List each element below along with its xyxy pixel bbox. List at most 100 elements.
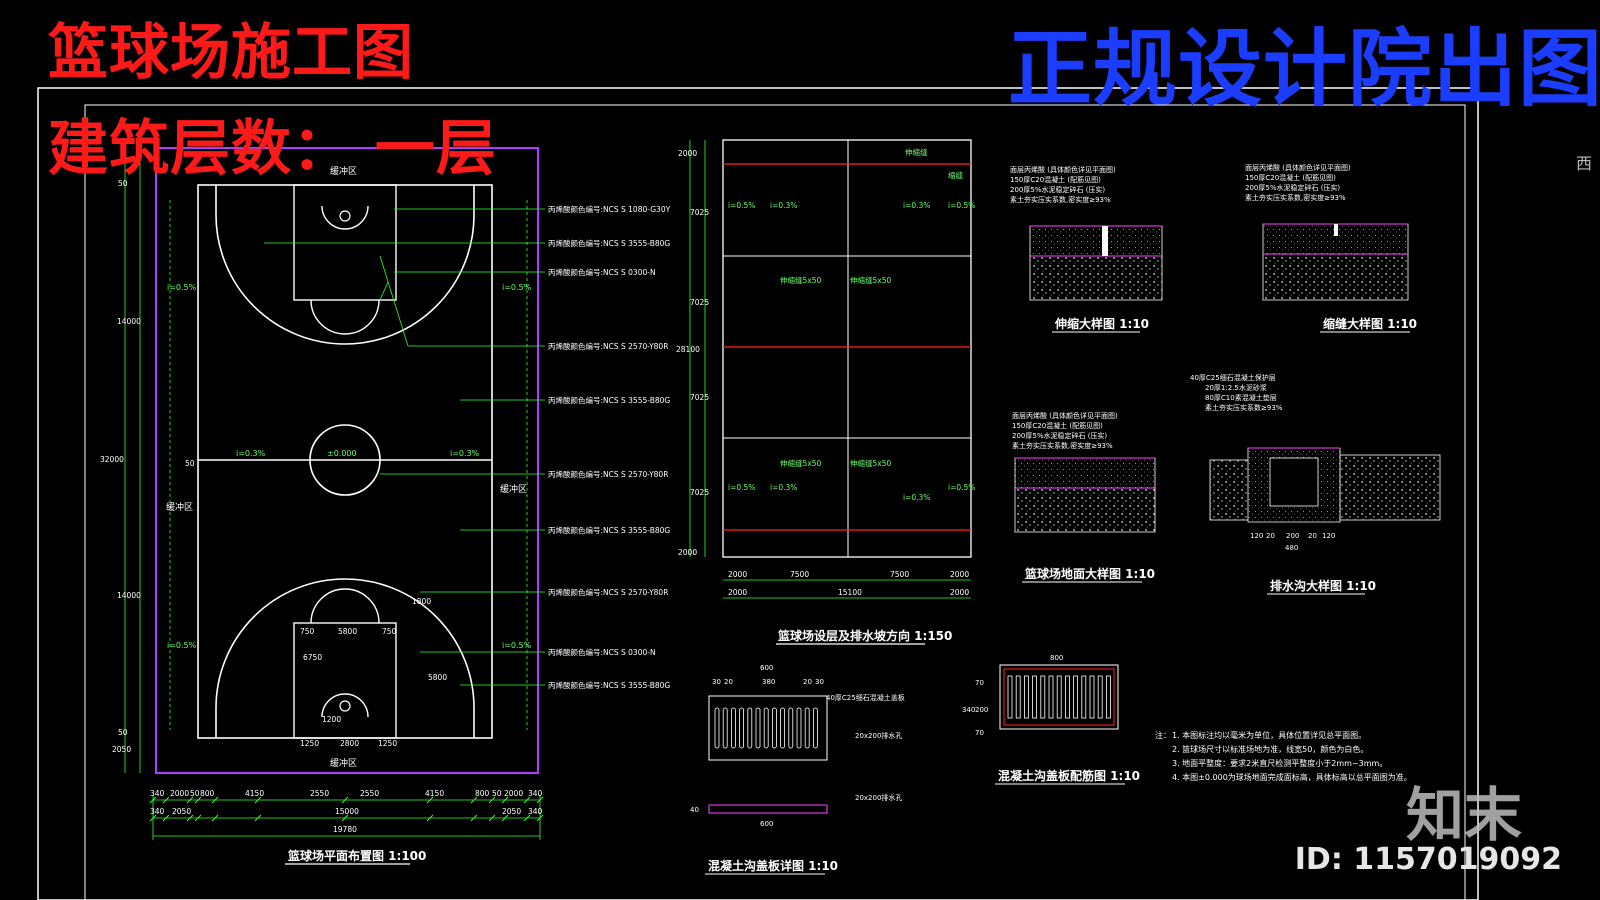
ditch-dim: 120 [1322,532,1335,540]
key-dim: 5800 [338,627,357,636]
rebar-slot [1065,675,1070,719]
layer-text: 面层丙烯酸 (具体颜色详见平面图) [1012,411,1118,420]
plan-caption: 篮球场平面布置图 1:100 [287,848,426,863]
drainage-caption: 篮球场设层及排水坡方向 1:150 [777,628,952,643]
key-dim: 2800 [340,739,359,748]
plate-dim: 20 [724,678,733,686]
slope-label: i=0.5% [502,641,532,650]
plate-dim: 40 [690,806,699,814]
slope-label: i=0.5% [728,483,755,492]
plate-caption: 混凝土沟盖板详图 1:10 [708,858,838,873]
center-elevation: ±0.000 [327,449,357,458]
west-marker: 西 [1576,154,1593,173]
notes-title: 注： [1155,730,1171,740]
key-dim: 5800 [428,673,447,682]
slope-label: i=0.5% [948,201,975,210]
plate-dim: 30 [815,678,824,686]
layer-text: 素土夯实压实系数,密实度≥93% [1010,195,1111,204]
ditch-dim: 20 [1266,532,1275,540]
rebar-slot [1040,675,1046,719]
ditch-dim: 120 [1250,532,1263,540]
drain-slot [772,707,777,749]
dimension-tick [254,814,262,822]
dim-text: 800 [200,789,215,798]
dim-text: 2050 [502,807,521,816]
slope-label: i=0.3% [236,449,266,458]
callout-text: 丙烯酸颜色编号:NCS S 2570-Y80R [548,469,668,479]
top-restricted-arc [321,205,369,230]
dimension-tick [488,814,496,822]
rebar-slot [1056,675,1062,719]
dim-text: 4150 [245,789,264,798]
dim-text: 2000 [728,588,747,597]
dim-text: 14000 [117,591,141,600]
dim-text: 28100 [676,345,700,354]
dim-text: 50 [118,728,128,737]
shrink-caption: 缩缝大样图 1:10 [1323,316,1417,331]
main-title: 篮球场施工图 [48,18,414,88]
layer-text: 素土夯实压实系数,密实度≥93% [1012,441,1113,450]
dimension-tick [501,814,509,822]
dim-text: 340 [528,789,543,798]
dim-text: 340 [150,807,165,816]
plan-dimension-ticks [149,796,544,822]
drawing-inner-frame [84,104,1466,900]
grate-dim: 70 [975,679,984,687]
dimension-tick [341,796,349,804]
slope-label: i=0.3% [450,449,480,458]
dimension-tick [488,796,496,804]
dim-text: 2550 [310,789,329,798]
buffer-bottom-label: 缓冲区 [330,757,357,769]
dim-text: 4150 [425,789,444,798]
ditch-dim: 200 [1286,532,1299,540]
note-item: 4. 本图±0.000为球场地面完成面标高，具体标高以总平面图为准。 [1172,772,1412,782]
court-boundary [155,147,539,774]
joint-note: 缩缝 [948,170,963,180]
cover-plate-rebar: 800 70 340 200 70 混凝土沟盖板配筋图 1:10 [962,654,1140,785]
callout-text: 丙烯酸颜色编号:NCS S 3555-B80G [548,680,670,690]
rebar-caption: 混凝土沟盖板配筋图 1:10 [998,768,1140,783]
dim-text: 800 [475,789,490,798]
expansion-caption: 伸缩大样图 1:10 [1054,316,1149,331]
slope-label: i=0.5% [948,483,975,492]
grate-dim: 200 [975,706,988,714]
dim-text: 2000 [728,570,747,579]
dim-text: 19780 [333,825,357,834]
key-dim: 1800 [412,597,431,606]
drainage-outline [722,139,972,558]
callout-text: 丙烯酸颜色编号:NCS S 3555-B80G [548,525,670,535]
grate-dim: 70 [975,729,984,737]
ditch-layer-text: 素土夯实压实系数≥93% [1205,403,1283,412]
dimension-tick [470,814,478,822]
dimension-tick [523,814,531,822]
expansion-joint-detail: 面层丙烯酸 (具体颜色详见平面图) 150厚C20混凝土 (配筋见图) 200厚… [1010,165,1163,333]
rebar-slot [1097,675,1103,719]
dim-text: 15100 [838,588,862,597]
rebar-slot [1007,675,1013,719]
key-dim: 6750 [303,653,322,662]
callout-text: 丙烯酸颜色编号:NCS S 0300-N [548,267,656,277]
dim-text: 32000 [100,455,124,464]
dim-text: 340 [528,807,543,816]
drain-ditch-detail: 40厚C25细石混凝土保护层 20厚1:2.5水泥砂浆 80厚C10素混凝土垫层… [1190,373,1441,595]
rebar-slot [1015,675,1021,719]
court-outline [197,184,493,739]
dimension-tick [162,814,170,822]
floors-title: 建筑层数： 一层 [48,114,497,184]
bottom-hoop [339,700,351,712]
drain-slot [763,707,769,749]
dim-text: 2000 [950,588,969,597]
dim-text: 2550 [360,789,379,798]
note-item: 1. 本图标注均以毫米为单位，具体位置详见总平面图。 [1172,730,1366,740]
dim-text: 2000 [678,548,697,557]
dim-text: 15000 [335,807,359,816]
dim-text: 7500 [790,570,809,579]
slope-label: i=0.3% [903,493,930,502]
dimension-tick [426,796,434,804]
drain-slot [722,707,728,749]
dim-text: 14000 [117,317,141,326]
dim-text: 2050 [112,745,131,754]
rebar-slot [1024,675,1029,719]
dim-text: 7025 [690,488,709,497]
dimension-tick [341,814,349,822]
